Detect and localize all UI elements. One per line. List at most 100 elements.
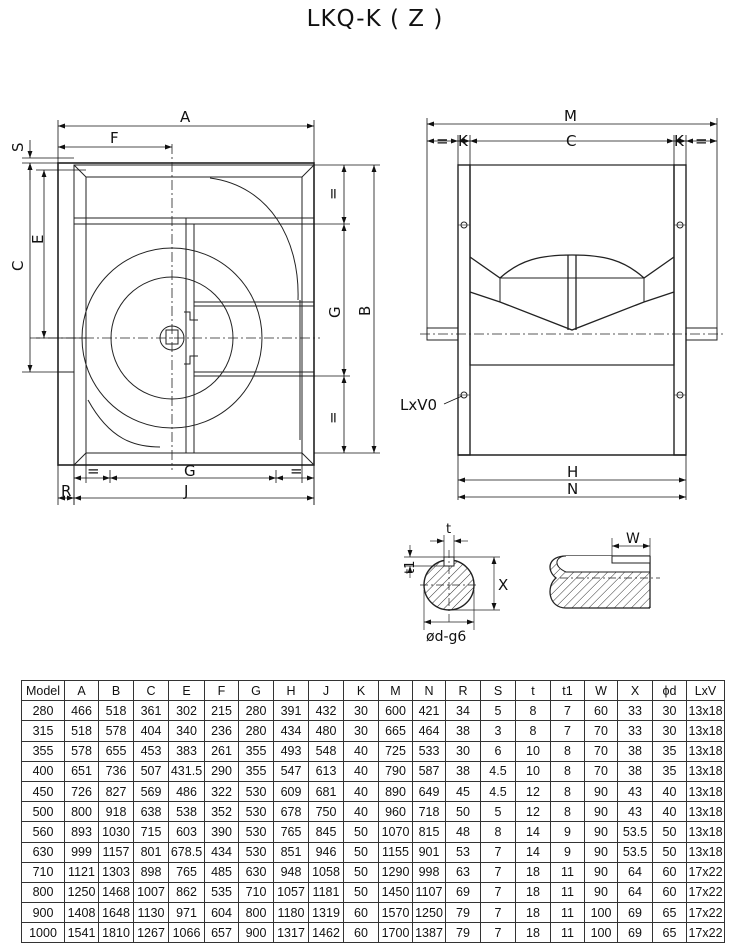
table-cell: 1408 [64, 902, 99, 924]
table-cell: 43 [617, 801, 653, 823]
table-cell: 11 [550, 902, 585, 924]
table-cell: 800 [21, 881, 65, 904]
table-cell: 280 [238, 720, 274, 742]
label-K-right: K [674, 132, 685, 150]
table-cell: 1303 [98, 861, 134, 883]
front-dimension-labels: A F S C E = G = B = G = R J [9, 108, 374, 500]
table-cell: 560 [21, 821, 65, 843]
front-view [30, 144, 320, 505]
table-header-cell: X [617, 679, 653, 702]
table-cell: 1007 [133, 881, 169, 904]
table-cell: 630 [21, 841, 65, 863]
label-od: ød-g6 [426, 629, 466, 645]
label-N: N [567, 480, 578, 498]
table-cell: 35 [652, 740, 687, 762]
table-header-cell: H [273, 679, 309, 702]
table-cell: 630 [238, 861, 274, 883]
table-cell: 651 [64, 760, 99, 782]
table-cell: 587 [412, 760, 446, 782]
table-cell: 383 [168, 740, 205, 762]
table-cell: 464 [412, 720, 446, 742]
table-cell: 90 [584, 780, 618, 803]
table-header-cell: W [584, 679, 618, 702]
label-A: A [180, 108, 191, 126]
table-cell: 851 [273, 841, 309, 863]
table-header-cell: G [238, 679, 274, 702]
table-cell: 1058 [308, 861, 344, 883]
table-cell: 7 [480, 902, 516, 924]
table-cell: 100 [584, 902, 618, 924]
table-cell: 35 [652, 760, 687, 782]
table-cell: 38 [617, 760, 653, 782]
table-cell: 1250 [64, 881, 99, 904]
table-cell: 17x22 [686, 922, 725, 944]
table-header-cell: N [412, 679, 446, 702]
table-cell: 79 [445, 902, 481, 924]
table-cell: 7 [480, 841, 516, 863]
table-cell: 8 [480, 821, 516, 843]
table-cell: 4.5 [480, 760, 516, 782]
table-cell: 578 [98, 720, 134, 742]
table-cell: 432 [308, 700, 344, 722]
table-cell: 40 [343, 740, 379, 762]
table-cell: 715 [133, 821, 169, 843]
table-cell: 355 [238, 760, 274, 782]
table-cell: 603 [168, 821, 205, 843]
table-cell: 8 [515, 720, 551, 742]
table-cell: 1066 [168, 922, 205, 944]
left-flange [457, 164, 471, 456]
table-cell: 862 [168, 881, 205, 904]
table-cell: 736 [98, 760, 134, 782]
table-cell: 547 [273, 760, 309, 782]
table-cell: 18 [515, 881, 551, 904]
table-cell: 765 [168, 861, 205, 883]
label-G-side: G [326, 306, 344, 318]
table-cell: 261 [204, 740, 239, 762]
table-cell: 681 [308, 780, 344, 803]
table-cell: 215 [204, 700, 239, 722]
table-cell: 5 [480, 700, 516, 722]
table-cell: 421 [412, 700, 446, 722]
table-cell: 30 [343, 720, 379, 742]
label-W: W [626, 531, 640, 547]
label-R: R [61, 482, 71, 500]
table-cell: 280 [21, 700, 65, 722]
table-header-cell: F [204, 679, 239, 702]
impeller-profile [469, 254, 675, 279]
table-header-cell: J [308, 679, 344, 702]
table-cell: 1157 [98, 841, 134, 863]
table-cell: 765 [273, 821, 309, 843]
table-cell: 302 [168, 700, 205, 722]
table-cell: 548 [308, 740, 344, 762]
table-cell: 7 [480, 881, 516, 904]
shaft-labels: t t1 X ød-g6 W [403, 522, 640, 645]
table-cell: 60 [652, 861, 687, 883]
table-cell: 3 [480, 720, 516, 742]
table-cell: 65 [652, 902, 687, 924]
table-cell: 893 [64, 821, 99, 843]
label-F: F [110, 129, 119, 147]
table-cell: 13x18 [686, 760, 725, 782]
table-cell: 1541 [64, 922, 99, 944]
table-cell: 530 [238, 780, 274, 803]
table-cell: 890 [378, 780, 413, 803]
table-cell: 613 [308, 760, 344, 782]
table-cell: 655 [98, 740, 134, 762]
table-cell: 1057 [273, 881, 309, 904]
table-cell: 13x18 [686, 740, 725, 762]
table-cell: 404 [133, 720, 169, 742]
table-cell: 12 [515, 780, 551, 803]
label-eq-top: = [324, 187, 342, 200]
label-eq-side-left: = [436, 132, 449, 150]
label-K-left: K [458, 132, 469, 150]
table-cell: 355 [238, 740, 274, 762]
right-flange [673, 164, 687, 456]
table-cell: 30 [652, 700, 687, 722]
table-cell: 50 [652, 841, 687, 863]
table-cell: 1030 [98, 821, 134, 843]
